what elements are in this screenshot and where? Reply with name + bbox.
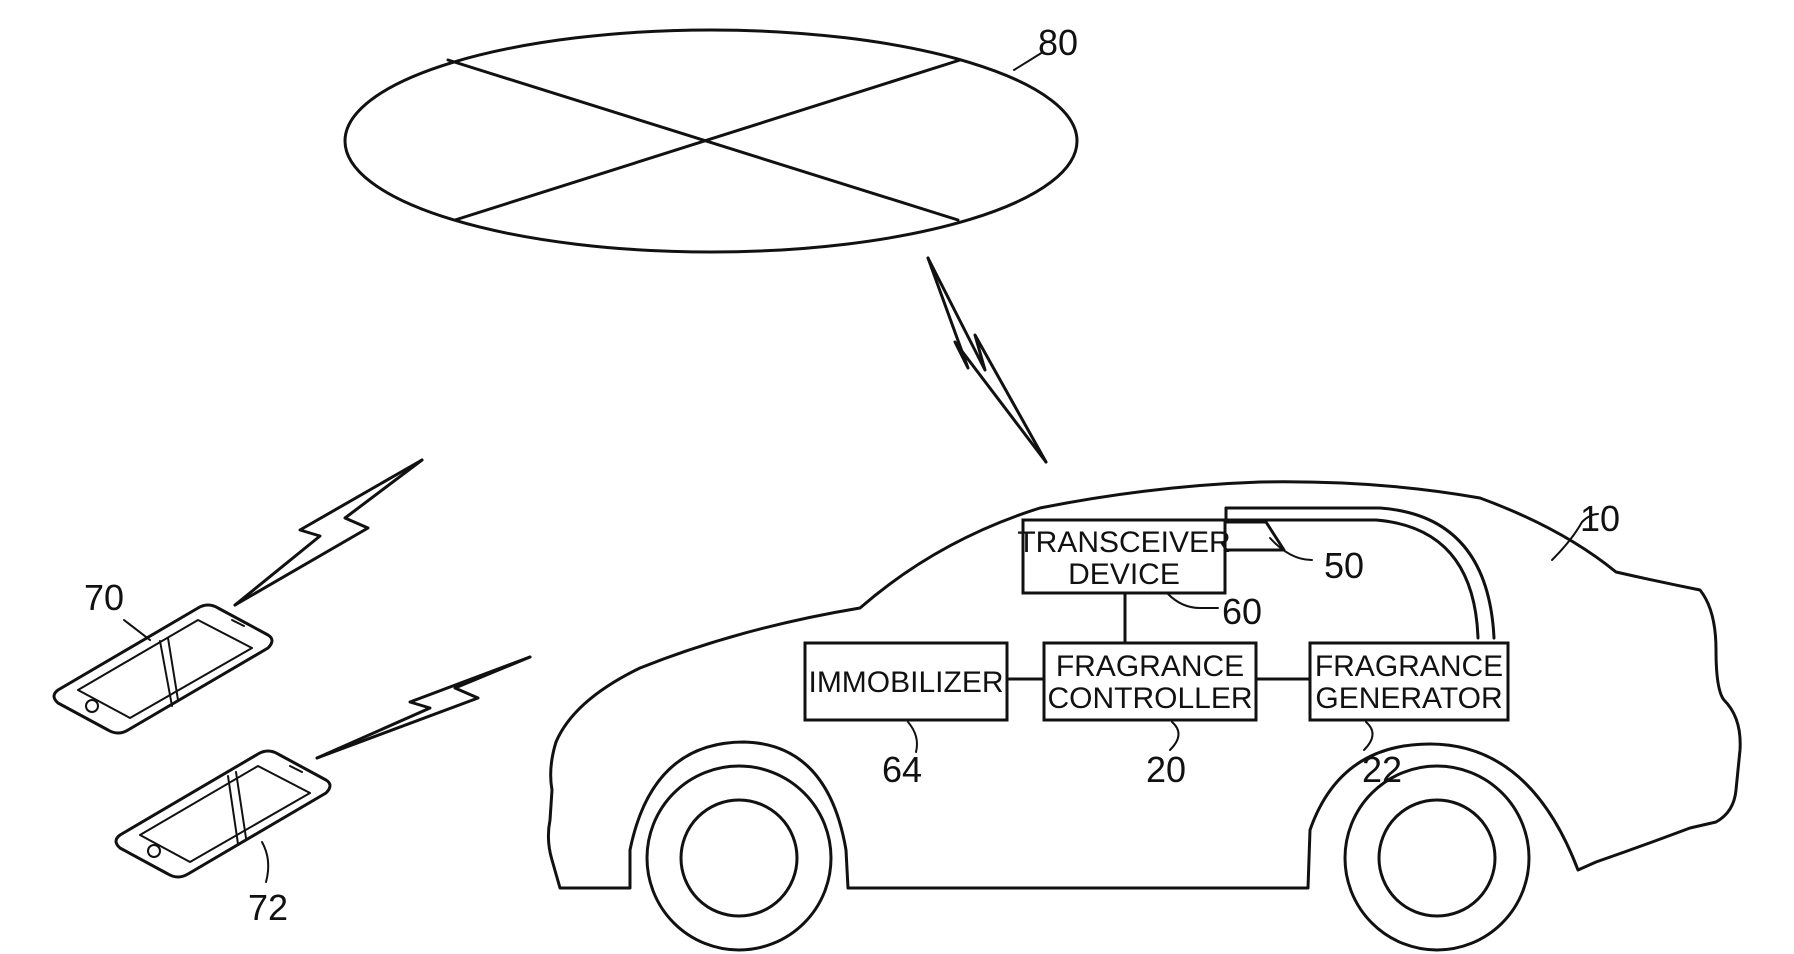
rear-wheel (1343, 764, 1531, 952)
smartphone-70 (52, 603, 274, 735)
ref-label-vehicle: 10 (1580, 498, 1620, 539)
front-wheel (645, 764, 833, 952)
leader-line-64 (907, 721, 918, 753)
transceiver-device-block: TRANSCEIVER DEVICE (1017, 518, 1231, 595)
immobilizer-block: IMMOBILIZER (803, 641, 1009, 722)
server-disc (343, 28, 1079, 254)
fragrance-duct (1224, 506, 1496, 640)
transceiver-label-line-1: TRANSCEIVER (1017, 526, 1230, 559)
ref-label-smartphone-70: 70 (84, 577, 124, 618)
vehicle-body (546, 480, 1742, 890)
ref-label-immobilizer: 64 (882, 749, 922, 790)
ref-label-fragrance-outlet: 50 (1324, 545, 1364, 586)
leader-line-22 (1363, 721, 1374, 751)
leader-line-60 (1167, 593, 1219, 609)
ref-label-transceiver: 60 (1222, 591, 1262, 632)
fragrance-generator-block: FRAGRANCE GENERATOR (1308, 641, 1510, 722)
fragrance-controller-label-line-1: FRAGRANCE (1056, 650, 1244, 683)
wireless-link-phone-70 (233, 458, 424, 607)
ref-label-fragrance-controller: 20 (1146, 749, 1186, 790)
leader-line-10 (1551, 513, 1599, 561)
ref-label-smartphone-72: 72 (248, 887, 288, 928)
fragrance-generator-label-line-1: FRAGRANCE (1315, 650, 1503, 683)
ref-label-fragrance-generator: 22 (1362, 749, 1402, 790)
ref-label-server: 80 (1038, 22, 1078, 63)
immobilizer-label: IMMOBILIZER (808, 666, 1003, 699)
leader-line-20 (1169, 721, 1180, 751)
smartphone-72 (114, 749, 332, 879)
block-connections (1005, 591, 1312, 681)
transceiver-label-line-2: DEVICE (1068, 558, 1180, 591)
wireless-link-server-vehicle (926, 256, 1048, 464)
leader-line-70 (123, 619, 151, 641)
fragrance-controller-block: FRAGRANCE CONTROLLER (1042, 641, 1258, 722)
fragrance-controller-label-line-2: CONTROLLER (1047, 682, 1252, 715)
leader-line-50 (1269, 537, 1313, 561)
wireless-link-phone-72 (315, 655, 532, 760)
leader-line-72 (261, 841, 270, 883)
fragrance-generator-label-line-2: GENERATOR (1315, 682, 1502, 715)
